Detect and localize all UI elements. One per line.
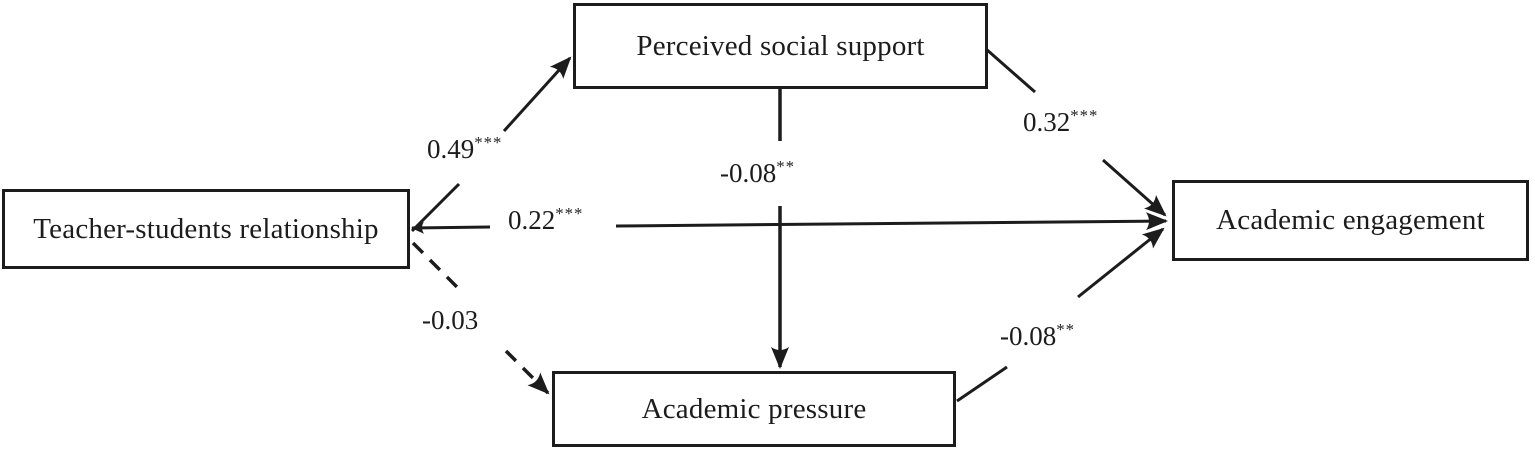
node-label: Academic pressure: [641, 392, 867, 425]
coefficient-tsr-to-pss: 0.49***: [427, 133, 502, 165]
coefficient-pss-to-ae: 0.32***: [1023, 106, 1098, 138]
node-label: Teacher-students relationship: [33, 212, 379, 245]
arrow-ap-to-ae: [956, 227, 1165, 403]
node-label: Perceived social support: [636, 29, 925, 62]
coefficient-value: -0.08: [1000, 321, 1057, 351]
node-academic-pressure: Academic pressure: [552, 371, 956, 447]
coefficient-value: 0.32: [1023, 107, 1071, 137]
significance-stars: ***: [474, 133, 503, 152]
coefficient-value: 0.49: [427, 134, 475, 164]
coefficient-tsr-to-ae: 0.22***: [508, 204, 583, 236]
coefficient-value: -0.08: [720, 158, 777, 188]
significance-stars: **: [1056, 320, 1075, 339]
arrow-tsr-to-ae: [411, 212, 1168, 234]
coefficient-value: 0.22: [508, 205, 556, 235]
arrow-tsr-to-ap-dashed: [411, 241, 550, 395]
significance-stars: ***: [555, 204, 584, 223]
node-perceived-social-support: Perceived social support: [573, 3, 988, 89]
arrow-pss-to-ae: [985, 47, 1167, 217]
coefficient-ap-to-ae: -0.08**: [1000, 320, 1075, 352]
significance-stars: ***: [1070, 106, 1099, 125]
significance-stars: **: [776, 157, 795, 176]
coefficient-tsr-to-ap: -0.03: [422, 304, 478, 336]
coefficient-pss-to-ap: -0.08**: [720, 157, 795, 189]
node-label: Academic engagement: [1216, 204, 1485, 236]
coefficient-value: -0.03: [422, 305, 479, 335]
node-academic-engagement: Academic engagement: [1172, 180, 1529, 261]
node-teacher-students-relationship: Teacher-students relationship: [2, 189, 410, 269]
